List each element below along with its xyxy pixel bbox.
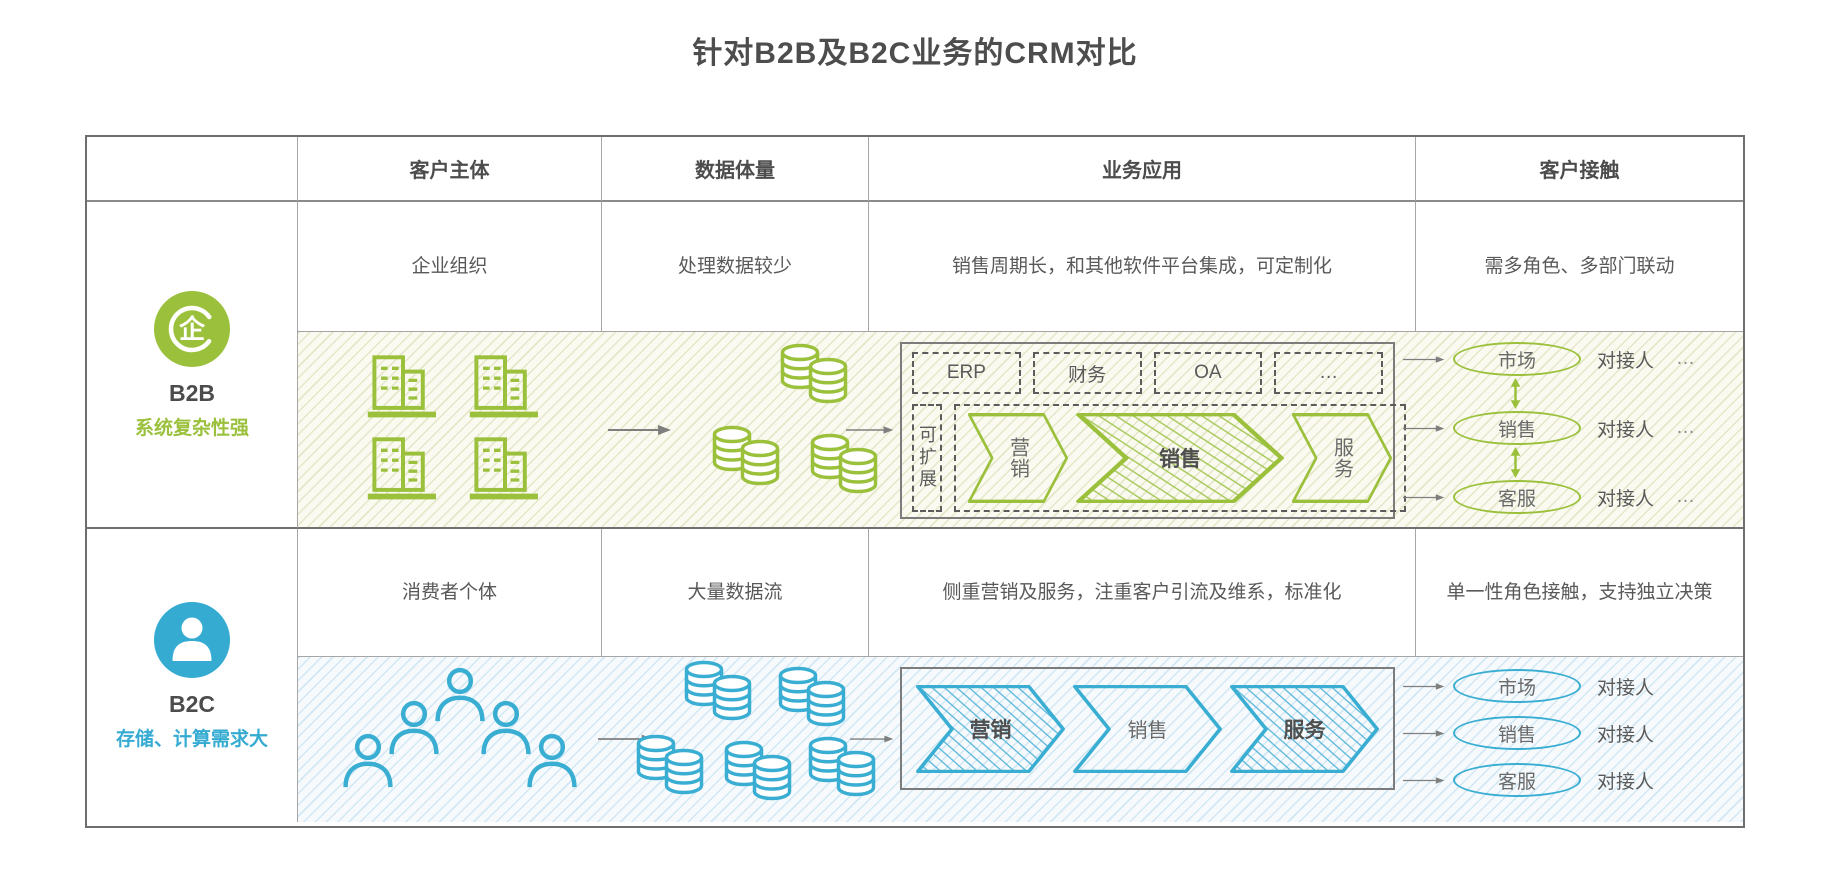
row-label-b2c: B2C 存储、计算需求大 xyxy=(87,529,298,822)
contact-row-market: 市场 对接人 xyxy=(1403,669,1654,703)
b2b-label: B2B xyxy=(168,379,215,406)
contact-row-market: 市场 对接人 … xyxy=(1403,342,1697,376)
b2b-contact-cell: 需多角色、多部门联动 xyxy=(1416,202,1743,332)
building-icon xyxy=(466,354,544,420)
header-data-volume: 数据体量 xyxy=(602,137,869,202)
dept-oval: 客服 xyxy=(1453,480,1581,514)
header-contact: 客户接触 xyxy=(1416,137,1743,202)
b2b-funnel-row: 可扩展 营销 销售 xyxy=(912,404,1406,512)
b2c-data-volume-cell: 大量数据流 xyxy=(602,529,869,657)
flow-arrow-icon xyxy=(598,424,682,436)
b2c-illustration-band: 营销 销售 服务 市场 对接人 xyxy=(298,657,1743,822)
b2b-contacts: 市场 对接人 … 销售 对接人 … 客服 对接人 … xyxy=(1403,332,1743,527)
database-icon xyxy=(800,735,884,805)
arrow-right-icon xyxy=(1403,681,1445,692)
enterprise-icon: 企 xyxy=(153,290,231,368)
flow-arrow-icon xyxy=(846,424,894,436)
arrow-right-icon xyxy=(1403,492,1445,503)
building-icon xyxy=(364,354,442,420)
consumer-icon xyxy=(153,601,231,679)
contact-person: 对接人 xyxy=(1597,488,1655,510)
header-business-app: 业务应用 xyxy=(869,137,1416,202)
flow-arrow-icon xyxy=(850,733,894,745)
expandable-box: 可扩展 xyxy=(912,404,942,512)
svg-text:企: 企 xyxy=(179,314,206,344)
b2b-organizations-group xyxy=(364,354,544,510)
expandable-label: 可扩展 xyxy=(917,425,937,491)
row-label-b2b: 企 B2B 系统复杂性强 xyxy=(87,202,298,529)
module-more: … xyxy=(1274,352,1383,394)
b2b-customer-cell: 企业组织 xyxy=(298,202,602,332)
contact-row-support: 客服 对接人 xyxy=(1403,763,1654,797)
dept-oval: 客服 xyxy=(1453,763,1581,797)
contact-row-support: 客服 对接人 … xyxy=(1403,480,1697,514)
header-corner xyxy=(87,137,298,202)
contact-row-sales: 销售 对接人 … xyxy=(1403,411,1697,445)
b2b-business-app-cell: 销售周期长，和其他软件平台集成，可定制化 xyxy=(869,202,1416,332)
header-customer: 客户主体 xyxy=(298,137,602,202)
database-icon xyxy=(802,432,886,502)
b2c-contacts: 市场 对接人 销售 对接人 客服 对接人 xyxy=(1403,657,1743,822)
b2b-tagline: 系统复杂性强 xyxy=(134,417,249,439)
arrow-right-icon xyxy=(1403,728,1445,739)
more-dots: … xyxy=(1676,348,1698,369)
b2b-modules-row: ERP 财务 OA … xyxy=(912,352,1383,394)
database-icon xyxy=(704,424,788,494)
chevron-service: 服务 xyxy=(1230,684,1379,773)
dept-oval: 销售 xyxy=(1453,411,1581,445)
b2c-business-app-cell: 侧重营销及服务，注重客户引流及维系，标准化 xyxy=(869,529,1416,657)
contact-person: 对接人 xyxy=(1597,677,1655,699)
b2c-contact-cell: 单一性角色接触，支持独立决策 xyxy=(1416,529,1743,657)
b2b-illustration-band: ERP 财务 OA … 可扩展 营销 xyxy=(298,332,1743,529)
contact-row-sales: 销售 对接人 xyxy=(1403,716,1654,750)
database-icon xyxy=(628,733,712,803)
dept-oval: 市场 xyxy=(1453,342,1581,376)
b2b-funnel-box: 营销 销售 服务 xyxy=(954,404,1406,512)
person-icon xyxy=(524,733,580,789)
chevron-marketing: 营销 xyxy=(916,684,1065,773)
chevron-sales: 销售 xyxy=(1076,413,1284,503)
database-icon xyxy=(770,665,854,735)
b2c-tagline: 存储、计算需求大 xyxy=(115,728,268,750)
page-title: 针对B2B及B2C业务的CRM对比 xyxy=(692,37,1138,70)
building-icon xyxy=(466,436,544,502)
b2c-customer-cell: 消费者个体 xyxy=(298,529,602,657)
updown-arrow-icon xyxy=(1509,447,1522,478)
database-icon xyxy=(716,739,800,809)
b2b-app-box: ERP 财务 OA … 可扩展 营销 xyxy=(900,342,1406,519)
dept-oval: 市场 xyxy=(1453,669,1581,703)
module-oa: OA xyxy=(1153,352,1263,394)
updown-arrow-icon xyxy=(1509,378,1522,409)
more-dots: … xyxy=(1676,486,1698,507)
database-icon xyxy=(676,659,760,729)
b2c-database-group xyxy=(628,659,883,822)
contact-person: 对接人 xyxy=(1597,419,1655,441)
chevron-marketing: 营销 xyxy=(968,413,1068,503)
contact-person: 对接人 xyxy=(1597,350,1655,372)
more-dots: … xyxy=(1676,417,1698,438)
b2c-consumers-group xyxy=(340,667,580,812)
b2c-app-box: 营销 销售 服务 xyxy=(900,667,1395,790)
module-finance: 财务 xyxy=(1032,352,1142,394)
contact-person: 对接人 xyxy=(1597,724,1655,746)
dept-oval: 销售 xyxy=(1453,716,1581,750)
arrow-right-icon xyxy=(1403,423,1445,434)
arrow-right-icon xyxy=(1403,354,1445,365)
contact-person: 对接人 xyxy=(1597,771,1655,793)
b2c-label: B2C xyxy=(168,690,215,717)
module-erp: ERP xyxy=(912,352,1021,394)
building-icon xyxy=(364,436,442,502)
comparison-table: 客户主体 数据体量 业务应用 客户接触 企 B2B 系统复杂性强 企业组织 处理… xyxy=(85,135,1745,828)
chevron-sales: 销售 xyxy=(1073,685,1222,773)
chevron-service: 服务 xyxy=(1292,413,1392,503)
arrow-right-icon xyxy=(1403,775,1445,786)
database-icon xyxy=(772,342,856,412)
b2b-data-volume-cell: 处理数据较少 xyxy=(602,202,869,332)
